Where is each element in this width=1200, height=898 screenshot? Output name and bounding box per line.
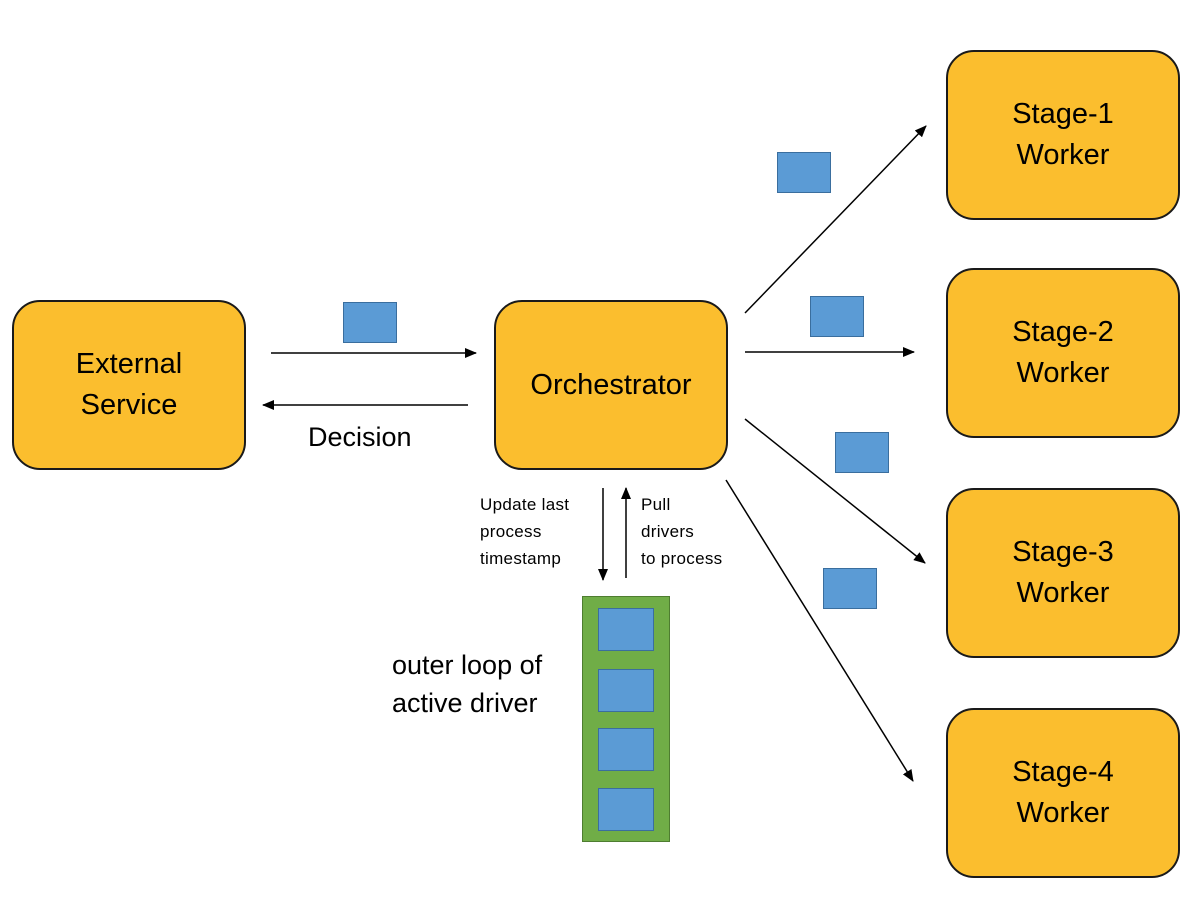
outer-loop-label: outer loop of active driver: [392, 650, 543, 718]
stage-3-worker-node: Stage-3 Worker: [946, 488, 1180, 658]
pull-drivers-label: Pull drivers to process: [641, 495, 723, 568]
queue-item: [598, 788, 654, 831]
arrow-orchestrator-to-stage3: [744, 418, 926, 564]
packet-to-stage2: [810, 296, 864, 337]
packet-to-stage3: [835, 432, 889, 473]
stage-2-worker-node: Stage-2 Worker: [946, 268, 1180, 438]
packet-to-stage1: [777, 152, 831, 193]
update-timestamp-label: Update last process timestamp: [480, 495, 570, 568]
arrow-orchestrator-to-stage1: [744, 125, 927, 314]
queue-item: [598, 608, 654, 651]
packet-to-stage4: [823, 568, 877, 609]
stage-4-worker-node: Stage-4 Worker: [946, 708, 1180, 878]
arrow-orchestrator-to-stage4: [725, 479, 914, 782]
queue-item: [598, 669, 654, 712]
orchestrator-node: Orchestrator: [494, 300, 728, 470]
external-service-node: External Service: [12, 300, 246, 470]
queue-item: [598, 728, 654, 771]
stage-1-worker-node: Stage-1 Worker: [946, 50, 1180, 220]
packet-to-orchestrator: [343, 302, 397, 343]
decision-label: Decision: [308, 422, 412, 452]
